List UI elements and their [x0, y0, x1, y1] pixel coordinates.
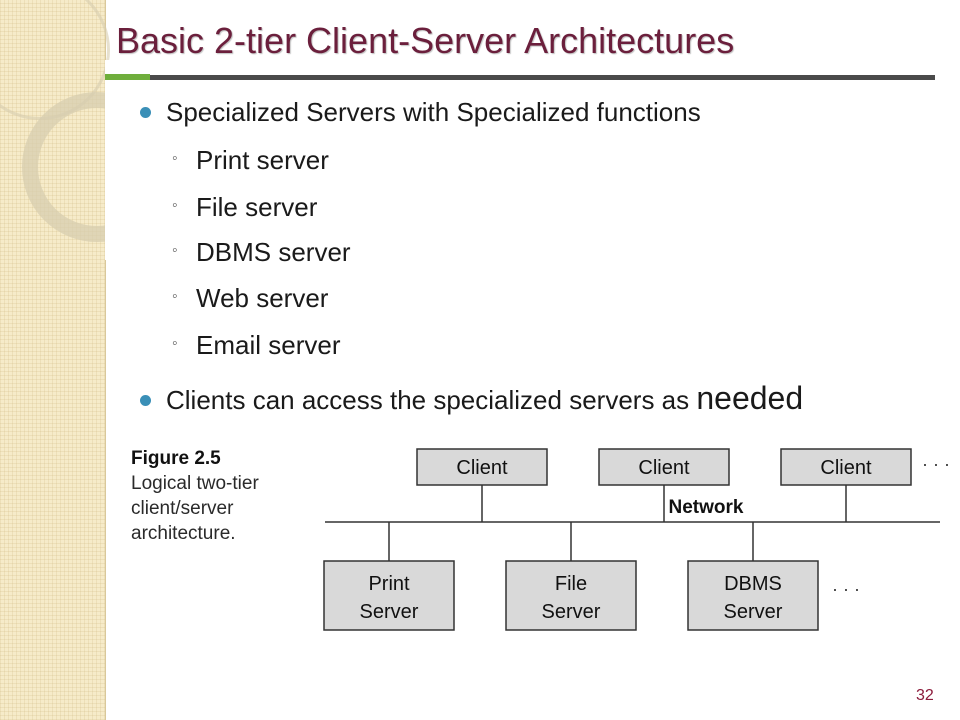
- bullet-main-1-text: Specialized Servers with Specialized fun…: [166, 97, 701, 127]
- figure-caption-title: Figure 2.5: [131, 448, 221, 469]
- sub-bullet-dbms: ◦ DBMS server: [172, 237, 351, 268]
- figure-caption: Figure 2.5 Logical two-tier client/serve…: [131, 446, 259, 546]
- circle-bullet-icon: ◦: [172, 335, 178, 353]
- ring-mask: [105, 60, 225, 260]
- figure-caption-line: Logical two-tier: [131, 473, 259, 494]
- sub-bullet-text: DBMS server: [196, 237, 351, 267]
- circle-bullet-icon: ◦: [172, 197, 178, 215]
- bullet-main-2-text: Clients can access the specialized serve…: [166, 385, 697, 415]
- bullet-main-1: Specialized Servers with Specialized fun…: [140, 97, 701, 128]
- circle-bullet-icon: ◦: [172, 150, 178, 168]
- server-box: DBMS Server: [687, 560, 819, 631]
- client-label: Client: [638, 457, 690, 479]
- client-box: Client: [598, 448, 730, 486]
- sub-bullet-file: ◦ File server: [172, 192, 317, 223]
- client-box: Client: [780, 448, 912, 486]
- client-server-diagram: Client Client Client · · · Network Print…: [323, 448, 950, 631]
- client-label: Client: [456, 457, 508, 479]
- bullet-dot-icon: [140, 394, 151, 406]
- server-label-line1: File: [555, 573, 587, 595]
- server-box: File Server: [505, 560, 637, 631]
- title-rule: [150, 75, 935, 80]
- bullet-main-2: Clients can access the specialized serve…: [140, 380, 803, 417]
- server-label-line1: DBMS: [724, 573, 782, 595]
- client-box: Client: [416, 448, 548, 486]
- sub-bullet-text: File server: [196, 192, 318, 222]
- sub-bullet-print: ◦ Print server: [172, 145, 329, 176]
- circle-bullet-icon: ◦: [172, 242, 178, 260]
- slide-title: Basic 2-tier Client-Server Architectures: [116, 20, 735, 61]
- sub-bullet-web: ◦ Web server: [172, 283, 328, 314]
- server-label-line2: Server: [542, 601, 601, 623]
- bullet-dot-icon: [140, 106, 151, 118]
- network-label: Network: [669, 497, 744, 518]
- clients-ellipsis: · · ·: [922, 454, 950, 474]
- figure-caption-line: client/server: [131, 498, 234, 519]
- server-label-line2: Server: [724, 601, 783, 623]
- circle-bullet-icon: ◦: [172, 288, 178, 306]
- sub-bullet-text: Print server: [196, 145, 329, 175]
- client-label: Client: [820, 457, 872, 479]
- bullet-main-2-emphasis: needed: [696, 380, 804, 416]
- figure-caption-line: architecture.: [131, 523, 236, 544]
- page-number: 32: [916, 687, 934, 704]
- sub-bullet-email: ◦ Email server: [172, 330, 340, 361]
- server-box: Print Server: [323, 560, 455, 631]
- servers-ellipsis: · · ·: [832, 579, 860, 599]
- title-rule-accent: [105, 74, 150, 80]
- sub-bullet-text: Email server: [196, 330, 341, 360]
- server-label-line1: Print: [368, 573, 410, 595]
- sub-bullet-text: Web server: [196, 283, 329, 313]
- server-label-line2: Server: [360, 601, 419, 623]
